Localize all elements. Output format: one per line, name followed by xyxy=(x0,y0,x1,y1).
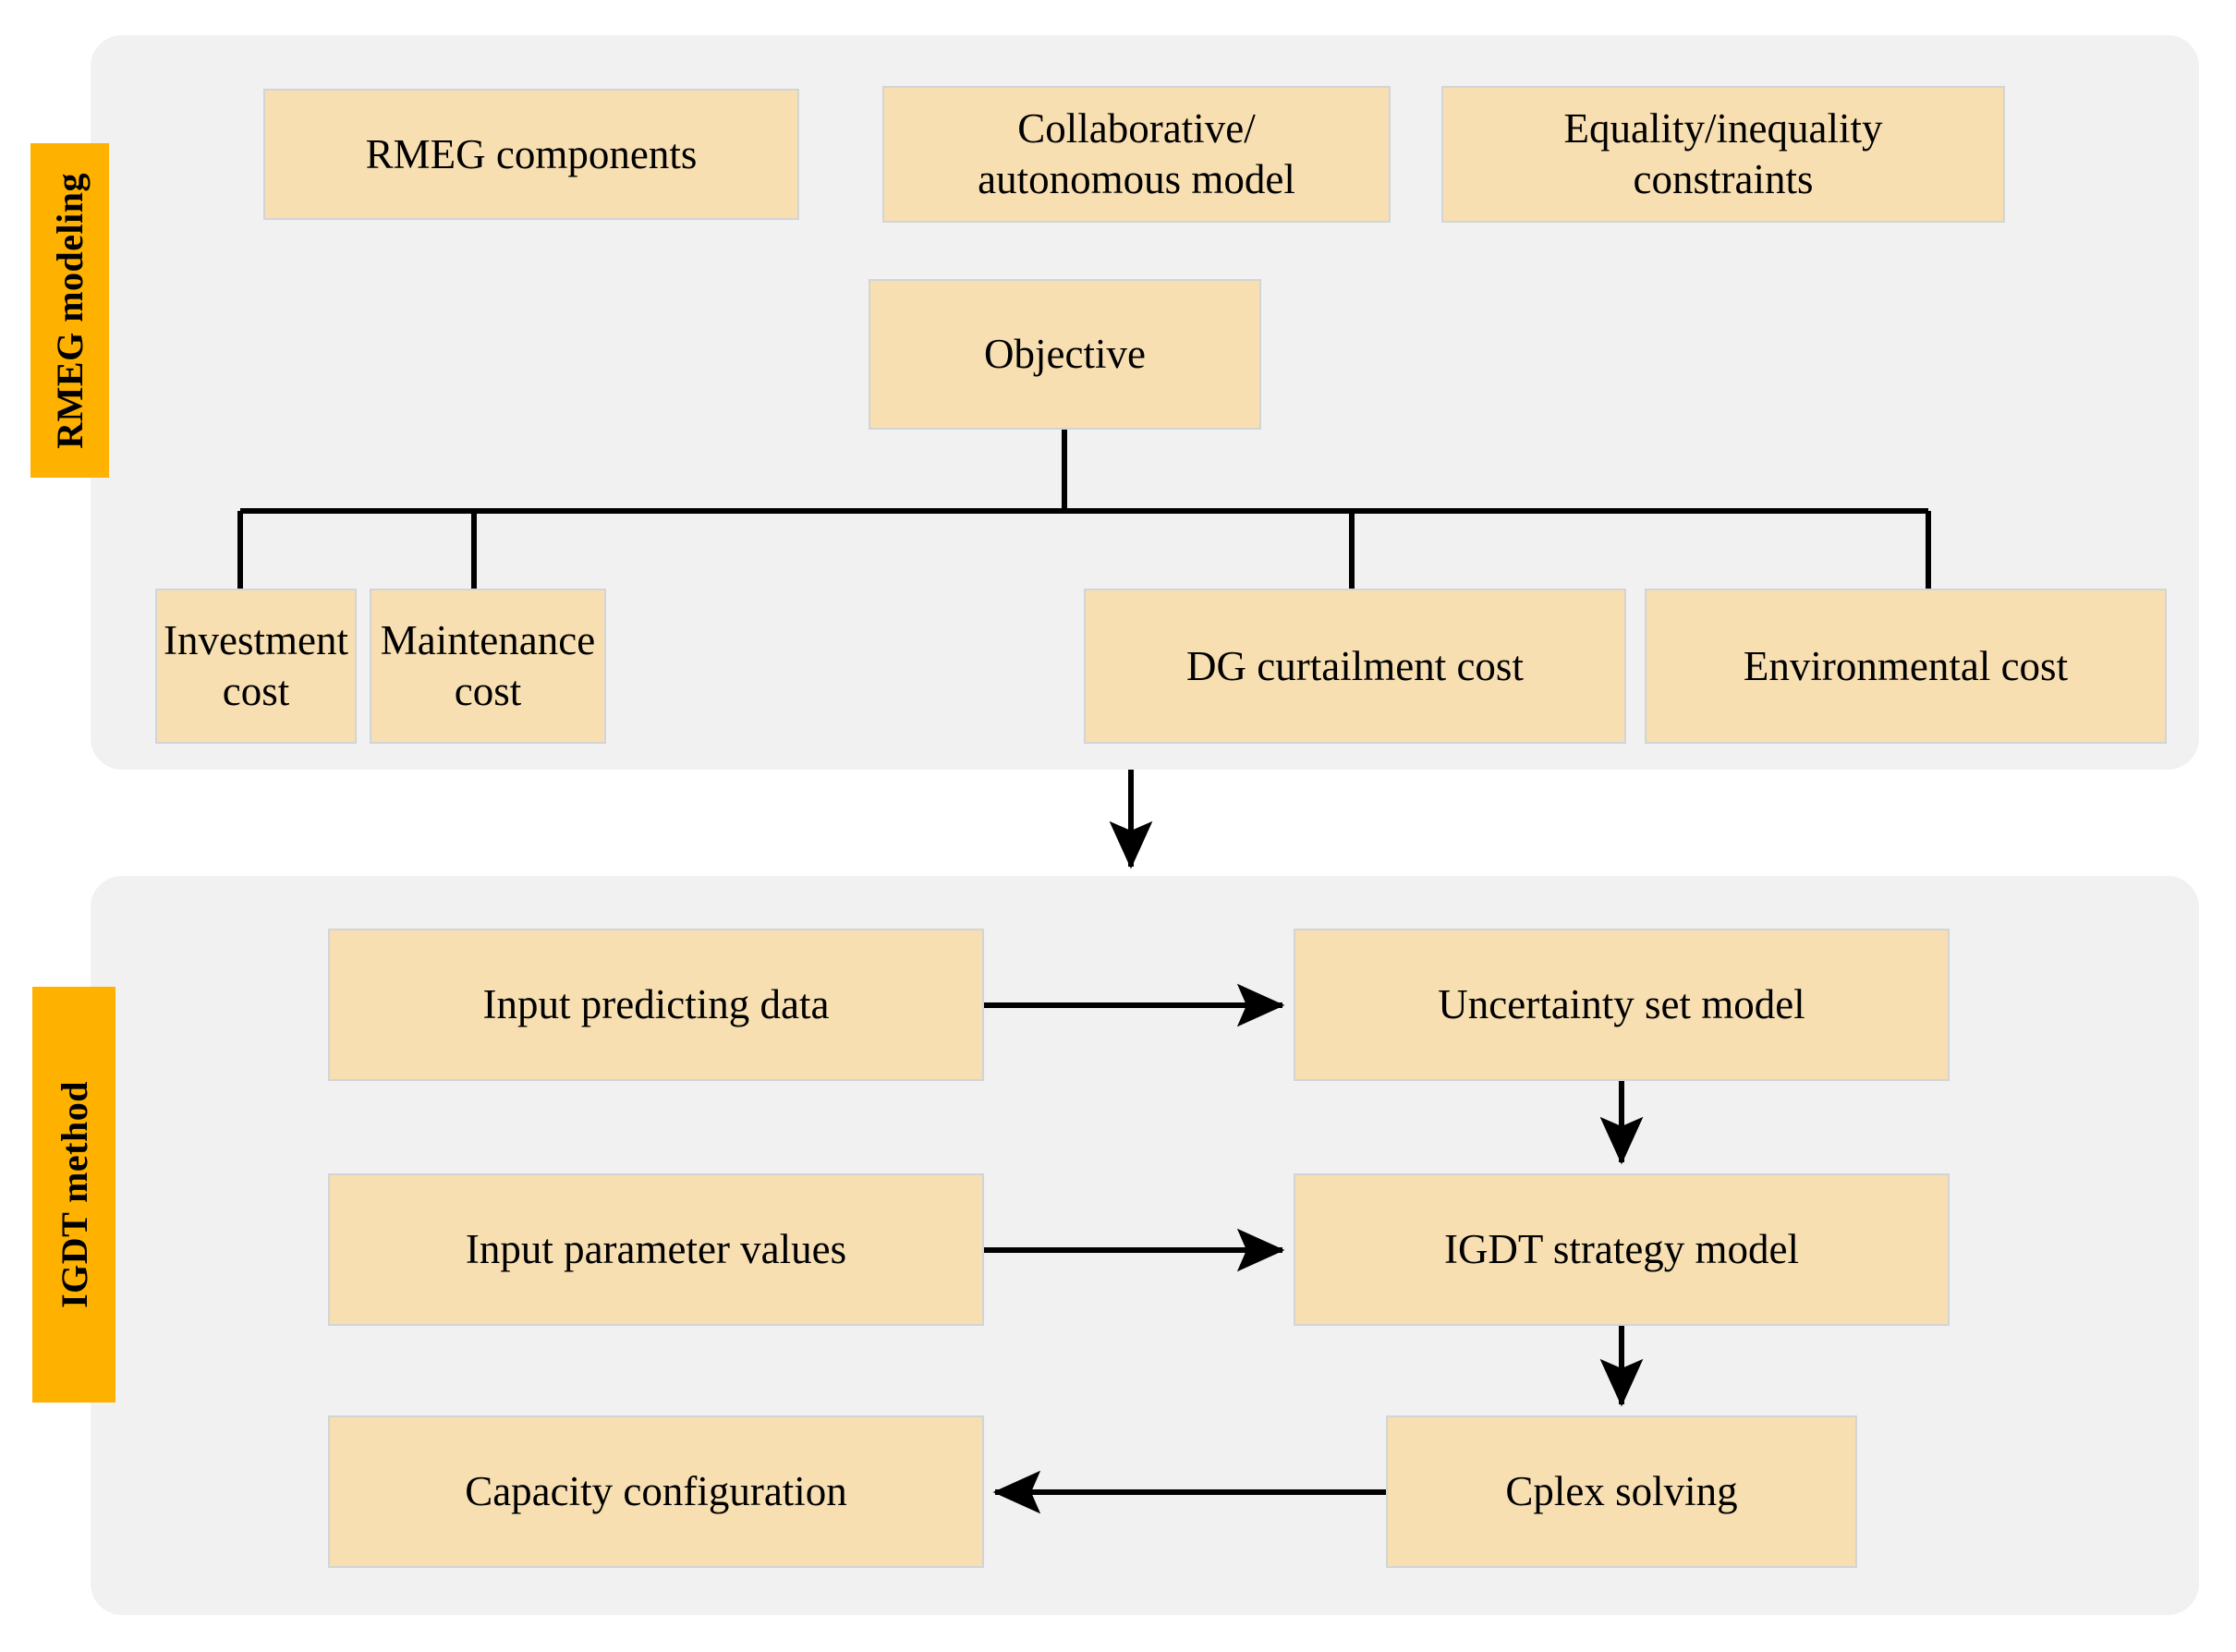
node-input-parameter-values[interactable]: Input parameter values xyxy=(328,1173,984,1326)
node-uncertainty-set-model[interactable]: Uncertainty set model xyxy=(1294,929,1950,1081)
node-dg-curtailment-cost-label: DG curtailment cost xyxy=(1186,642,1524,689)
node-rmeg-components[interactable]: RMEG components xyxy=(263,89,799,220)
node-investment-cost-label: Investment cost xyxy=(164,617,348,714)
node-capacity-configuration-label: Capacity configuration xyxy=(465,1468,847,1515)
node-environmental-cost-label: Environmental cost xyxy=(1743,642,2069,689)
node-dg-curtailment-cost[interactable]: DG curtailment cost xyxy=(1084,589,1626,744)
node-input-predicting-data[interactable]: Input predicting data xyxy=(328,929,984,1081)
node-collaborative-autonomous-model-label: Collaborative/ autonomous model xyxy=(978,105,1295,202)
node-equality-inequality-constraints-label: Equality/inequality constraints xyxy=(1563,105,1883,202)
section-tab-rmeg-modeling-label: RMEG modeling xyxy=(49,172,91,449)
node-environmental-cost[interactable]: Environmental cost xyxy=(1645,589,2167,744)
node-input-predicting-data-label: Input predicting data xyxy=(482,981,830,1028)
node-collaborative-autonomous-model[interactable]: Collaborative/ autonomous model xyxy=(882,86,1391,223)
section-tab-rmeg-modeling: RMEG modeling xyxy=(30,143,109,478)
node-maintenance-cost-label: Maintenance cost xyxy=(380,617,596,714)
node-igdt-strategy-model-label: IGDT strategy model xyxy=(1443,1226,1800,1273)
node-cplex-solving[interactable]: Cplex solving xyxy=(1386,1415,1857,1568)
section-tab-igdt-method: IGDT method xyxy=(32,987,115,1403)
node-capacity-configuration[interactable]: Capacity configuration xyxy=(328,1415,984,1568)
node-uncertainty-set-model-label: Uncertainty set model xyxy=(1438,981,1805,1028)
node-maintenance-cost[interactable]: Maintenance cost xyxy=(370,589,606,744)
node-objective-label: Objective xyxy=(984,331,1146,378)
node-input-parameter-values-label: Input parameter values xyxy=(465,1226,847,1273)
section-tab-igdt-method-label: IGDT method xyxy=(53,1081,95,1308)
edge-objective-tree xyxy=(237,430,1931,589)
node-investment-cost[interactable]: Investment cost xyxy=(155,589,357,744)
node-equality-inequality-constraints[interactable]: Equality/inequality constraints xyxy=(1441,86,2005,223)
node-igdt-strategy-model[interactable]: IGDT strategy model xyxy=(1294,1173,1950,1326)
node-rmeg-components-label: RMEG components xyxy=(365,130,698,177)
node-cplex-solving-label: Cplex solving xyxy=(1505,1468,1738,1515)
node-objective[interactable]: Objective xyxy=(869,279,1261,430)
